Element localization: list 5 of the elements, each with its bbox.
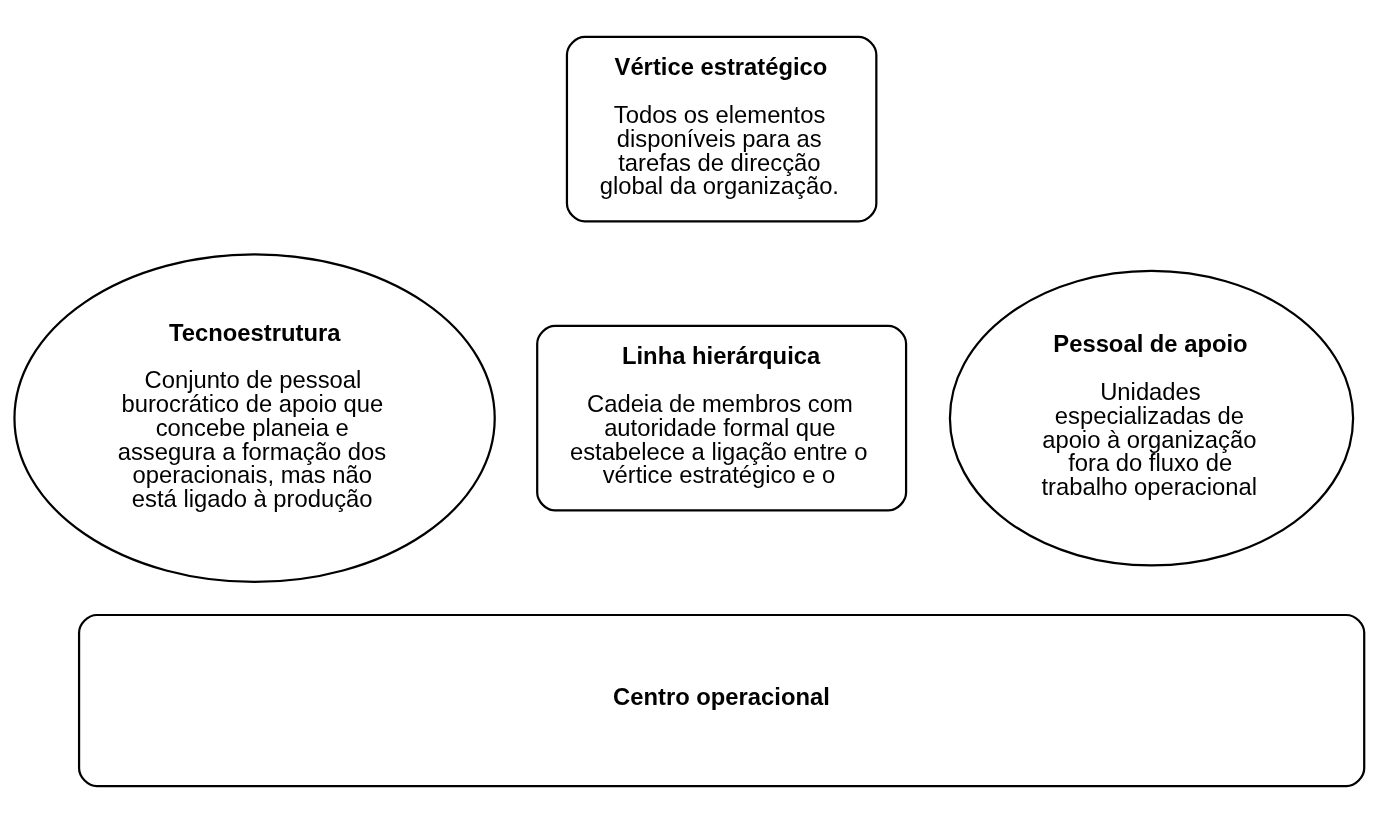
node-box: Linha hierárquica Cadeia de membros com autoridade formal que estabelece a ligação entre o vértice estratégico e o (536, 324, 908, 512)
node-ellipse: Pessoal de apoio Unidades especializadas de apoio à organização fora do fluxo de trabalho operacional (948, 269, 1355, 567)
node-box: Vértice estratégico Todos os elementos disponíveis para as tarefas de direcção global da organização. (565, 35, 878, 222)
node-box: Centro operacional (77, 613, 1366, 787)
node-ellipse: Tecnoestrutura Conjunto de pessoal burocrático de apoio que concebe planeia e assegura a formação dos operacionais, mas não está ligado à produção (13, 252, 496, 583)
